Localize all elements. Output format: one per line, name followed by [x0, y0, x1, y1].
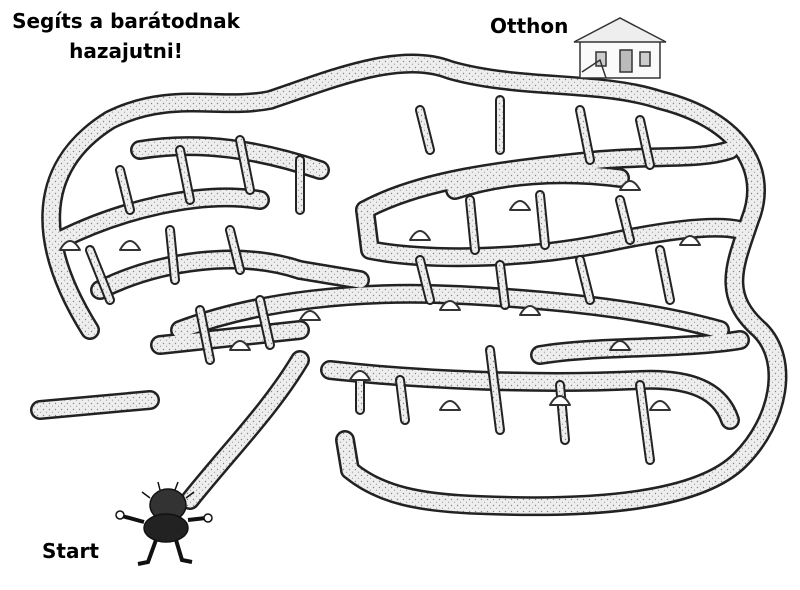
friend-character-icon	[115, 481, 213, 566]
home-house-icon	[573, 17, 667, 79]
maze-walls	[30, 53, 788, 517]
title-line-1: Segíts a barátodnak	[12, 9, 240, 33]
page-title: Segíts a barátodnak hazajutni!	[8, 6, 244, 66]
start-label: Start	[42, 539, 99, 563]
title-line-2: hazajutni!	[69, 39, 183, 63]
home-label: Otthon	[490, 14, 569, 38]
